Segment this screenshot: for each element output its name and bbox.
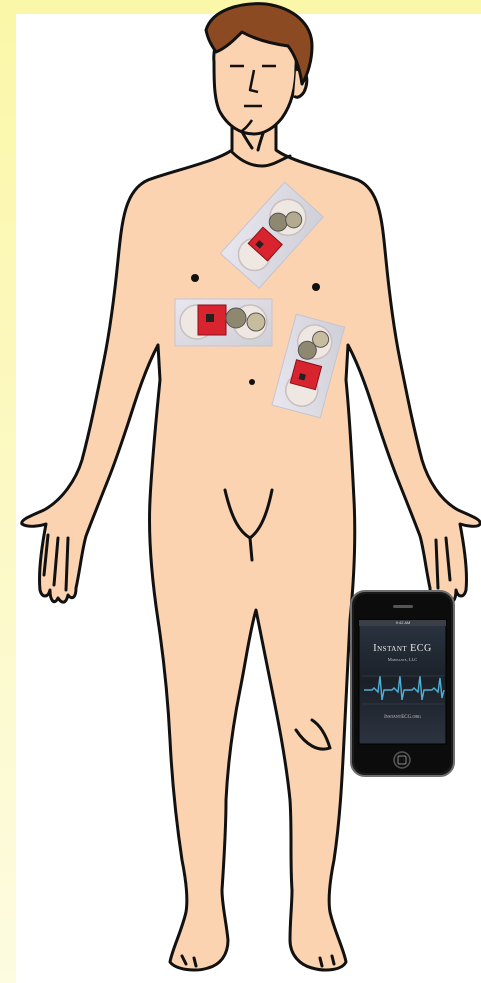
- smartphone-icon: [351, 591, 454, 776]
- phone-app-title: Instant ECG: [359, 643, 446, 654]
- phone-app-url: InstantECG.org: [359, 714, 446, 720]
- phone-status-time: 9:42 AM: [392, 620, 414, 625]
- phone-app-subtitle: Mobisante, LLC: [359, 657, 446, 662]
- sensor-patch-left: [175, 299, 272, 346]
